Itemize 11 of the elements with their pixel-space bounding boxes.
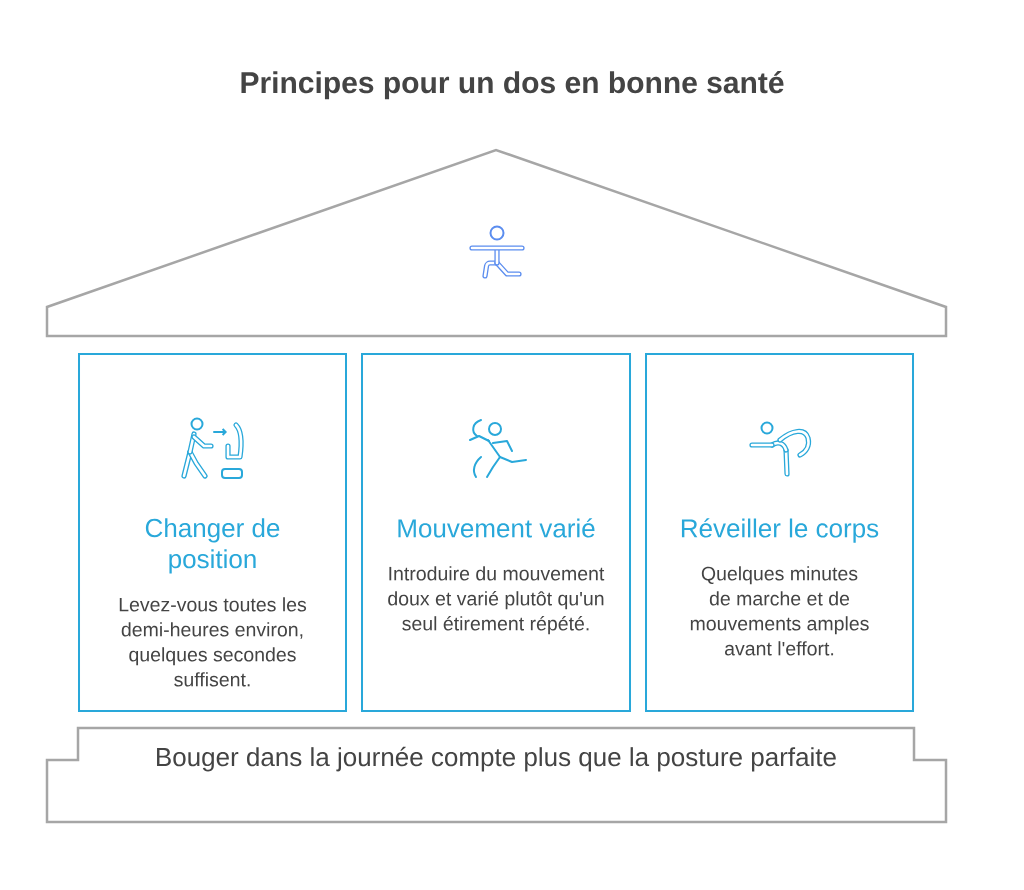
pillar-box [645,353,914,712]
heading: Mouvement varié [398,518,595,538]
heading: Réveiller le corps [681,518,879,543]
title: Principes pour un dos en bonne santé [241,71,784,100]
base-block: Bouger dans la journée compte plus que la posture parfaite [45,726,948,824]
pillar-box [361,353,631,712]
pillar-box [78,353,347,712]
body-text: Introduire du mouvement doux et varié plutôt qu'un seul étirement répété. [388,566,605,635]
heading: Changer de position [145,518,280,574]
body-text: Levez-vous toutes les demi-heures environ, quelques secondes suffisent. [119,597,307,687]
body-text: Quelques minutes de marche et de mouvements amples avant l'effort. [690,566,869,656]
